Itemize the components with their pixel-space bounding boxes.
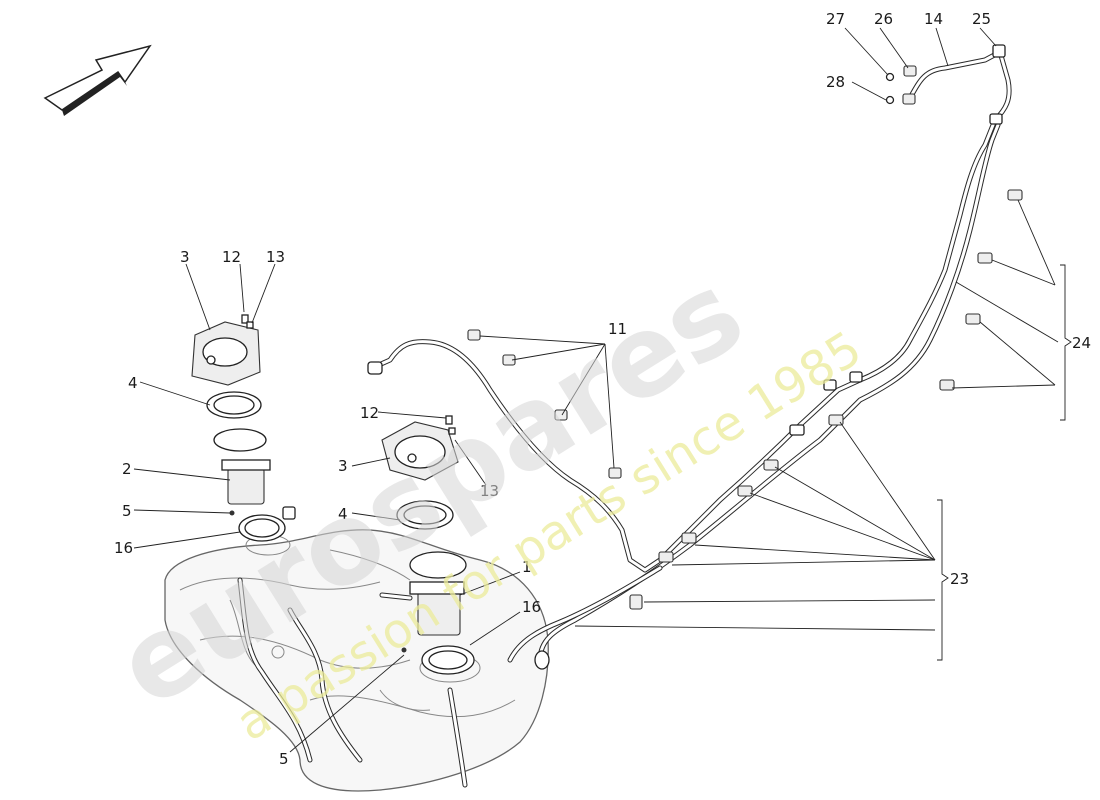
callout-2: 2 — [122, 460, 132, 478]
callout-26: 26 — [874, 10, 893, 28]
callout-1: 1 — [522, 558, 532, 576]
callout-12-right: 12 — [360, 404, 379, 422]
left-pump-assembly — [191, 314, 296, 542]
pipe-clip-icon — [467, 65, 1023, 610]
callout-3-left: 3 — [180, 248, 190, 266]
callout-16-left: 16 — [114, 539, 133, 557]
callout-13-right: 13 — [480, 482, 499, 500]
direction-arrow-icon — [43, 44, 152, 116]
callout-13-left: 13 — [266, 248, 285, 266]
callout-4-left: 4 — [128, 374, 138, 392]
callout-5-right: 5 — [279, 750, 289, 768]
callout-24: 24 — [1072, 334, 1091, 352]
callout-5-left: 5 — [122, 502, 132, 520]
callout-11: 11 — [608, 320, 627, 338]
callout-23: 23 — [950, 570, 969, 588]
callout-16-right: 16 — [522, 598, 541, 616]
leader-lines — [133, 27, 1072, 753]
fuel-pump-icon — [381, 415, 475, 675]
callout-4-right: 4 — [338, 505, 348, 523]
callout-14: 14 — [924, 10, 943, 28]
callout-27: 27 — [826, 10, 845, 28]
upper-fuel-pipe — [367, 44, 1012, 670]
callout-12-left: 12 — [222, 248, 241, 266]
callout-28: 28 — [826, 73, 845, 91]
callout-labels: 3 12 13 4 2 5 16 12 3 13 4 1 16 5 11 27 … — [114, 10, 1091, 768]
callout-25: 25 — [972, 10, 991, 28]
callout-3-right: 3 — [338, 457, 348, 475]
